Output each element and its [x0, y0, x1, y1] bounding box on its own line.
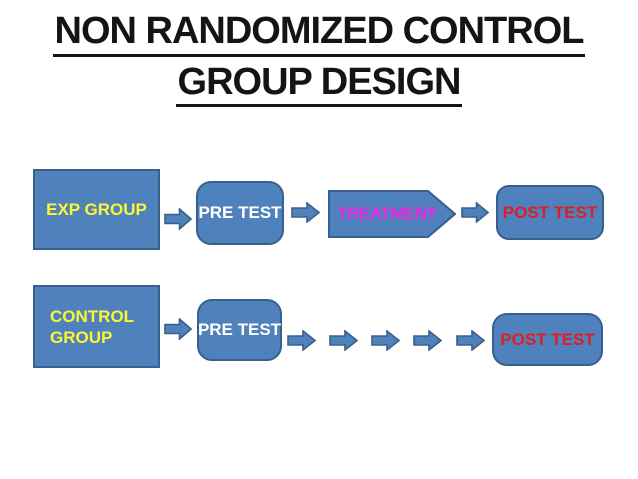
post-test-box-exp: POST TEST — [496, 185, 604, 240]
treatment-pentagon: TREATMENT — [328, 190, 456, 238]
post-test-label-control: POST TEST — [500, 329, 595, 349]
pre-test-box-exp: PRE TEST — [196, 181, 284, 245]
right-arrow-icon — [287, 330, 316, 351]
right-arrow-icon — [291, 202, 320, 223]
right-arrow-icon — [164, 318, 192, 340]
post-test-label-exp: POST TEST — [502, 202, 598, 222]
slide-title-line1: NON RANDOMIZED CONTROL — [52, 10, 586, 57]
pre-test-label-control: PRE TEST — [197, 320, 282, 339]
control-group-label: CONTROL GROUP — [50, 306, 134, 347]
right-arrow-icon — [371, 330, 400, 351]
right-arrow-icon — [456, 330, 485, 351]
control-group-box: CONTROL GROUP — [33, 285, 160, 368]
exp-group-box: EXP GROUP — [33, 169, 160, 250]
treatment-label: TREATMENT — [337, 204, 437, 223]
pentagon-shape-icon — [328, 190, 456, 238]
post-test-box-control: POST TEST — [492, 313, 603, 366]
pre-test-box-control: PRE TEST — [197, 299, 282, 361]
right-arrow-icon — [164, 208, 192, 230]
pre-test-label-exp: PRE TEST — [198, 203, 282, 222]
right-arrow-icon — [413, 330, 442, 351]
exp-group-label: EXP GROUP — [46, 199, 147, 219]
right-arrow-icon — [461, 202, 489, 223]
slide-title: NON RANDOMIZED CONTROL GROUP DESIGN — [0, 6, 638, 108]
right-arrow-icon — [329, 330, 358, 351]
slide-title-line2: GROUP DESIGN — [175, 61, 463, 108]
